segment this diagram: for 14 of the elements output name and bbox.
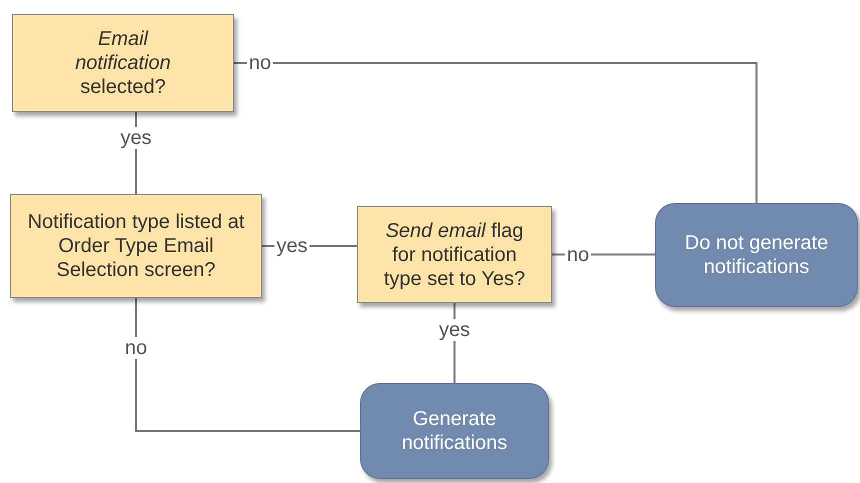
node-text: Notification type listed at Order Type Email Selection screen? <box>26 210 246 282</box>
node-text: Email notification selected? <box>74 27 172 99</box>
edge-label: yes <box>436 319 472 341</box>
edge-label: yes <box>118 127 154 149</box>
terminal-box <box>655 203 858 307</box>
decision-box <box>12 14 234 112</box>
node-text: Generate notifications <box>400 407 508 455</box>
terminal-box <box>360 383 549 479</box>
decision-box <box>357 206 552 303</box>
connector-line <box>234 62 758 203</box>
decision-box <box>10 194 262 298</box>
node-text: Do not generate notifications <box>684 231 830 279</box>
node-text: Send email flag for notification type set to Yes? <box>382 218 526 290</box>
connector-line <box>135 298 360 432</box>
